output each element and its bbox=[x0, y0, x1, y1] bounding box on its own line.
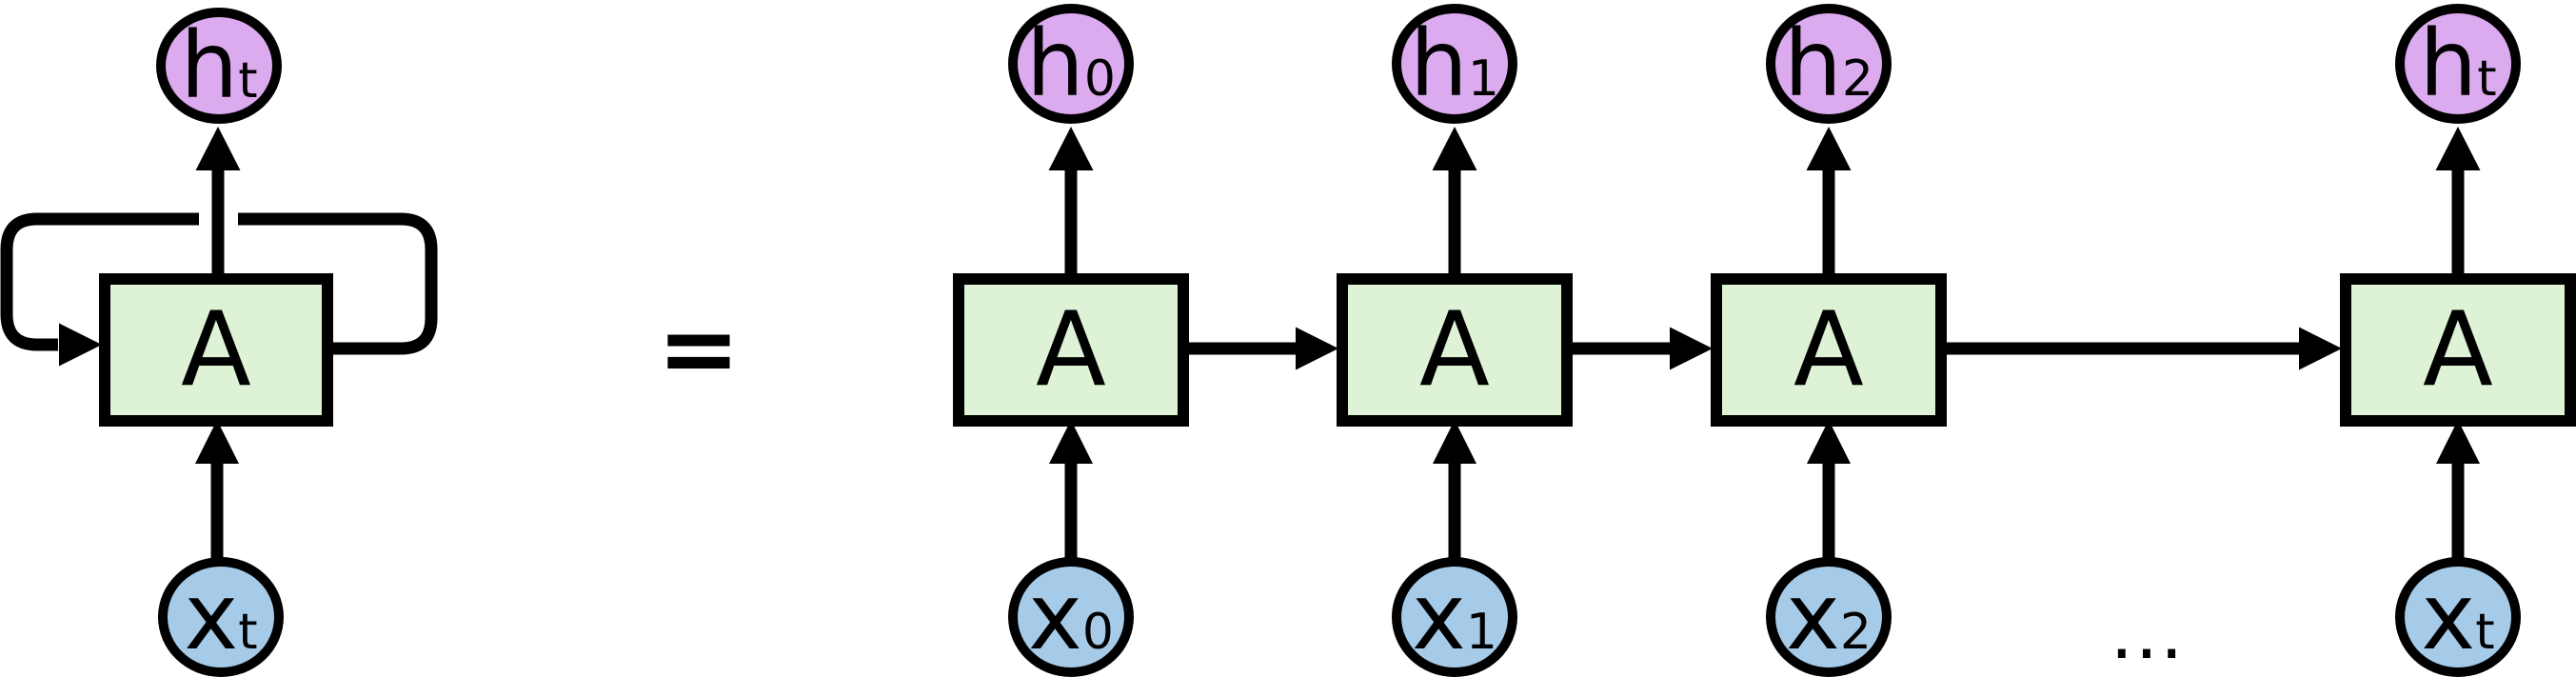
cell-label-1: A bbox=[1419, 289, 1490, 409]
input-node-1: x1 bbox=[1392, 557, 1517, 677]
cell1-input-arrowhead bbox=[1433, 420, 1476, 464]
input-label-0: x0 bbox=[1028, 564, 1114, 670]
input-node-3: xt bbox=[2395, 557, 2521, 677]
cell-box-3: A bbox=[2340, 273, 2576, 427]
cell0-input-arrowhead bbox=[1049, 420, 1093, 464]
rolled-cell-label: A bbox=[181, 289, 251, 409]
ellipsis: ... bbox=[2110, 590, 2186, 675]
hidden-state-node-2: h2 bbox=[1766, 4, 1892, 124]
recurrent-loop-arrowhead bbox=[59, 323, 102, 367]
hidden-state-node-0: h0 bbox=[1008, 4, 1134, 124]
input-node-2: x2 bbox=[1766, 557, 1892, 677]
hidden-state-label-2: h2 bbox=[1784, 10, 1873, 117]
hidden-state-label-3: ht bbox=[2419, 10, 2497, 117]
input-label-2: x2 bbox=[1786, 564, 1872, 670]
rolled-hidden-state-label: ht bbox=[180, 12, 258, 119]
input-label-1: x1 bbox=[1412, 564, 1497, 670]
cell-box-0: A bbox=[953, 273, 1189, 427]
equals-sign: = bbox=[657, 290, 741, 407]
state-arrow-0-1-head bbox=[1296, 327, 1338, 370]
cell3-input-arrowhead bbox=[2436, 420, 2480, 464]
cell1-output-arrowhead bbox=[1432, 127, 1477, 170]
state-arrow-2-3-head bbox=[2299, 327, 2342, 370]
cell0-output-arrowhead bbox=[1048, 127, 1094, 170]
hidden-state-label-1: h1 bbox=[1410, 10, 1499, 117]
input-label-3: xt bbox=[2421, 564, 2495, 670]
cell2-input-arrowhead bbox=[1807, 420, 1851, 464]
state-arrow-1-2-head bbox=[1670, 327, 1713, 370]
cell-label-3: A bbox=[2423, 289, 2493, 409]
cell-box-2: A bbox=[1711, 273, 1947, 427]
rolled-hidden-state-node: ht bbox=[156, 8, 282, 124]
hidden-state-label-0: h0 bbox=[1026, 10, 1116, 117]
input-node-0: x0 bbox=[1008, 557, 1134, 677]
cell-label-2: A bbox=[1793, 289, 1864, 409]
rolled-input-arrowhead bbox=[195, 420, 239, 464]
rolled-cell-box: A bbox=[99, 273, 333, 427]
hidden-state-node-3: ht bbox=[2395, 4, 2521, 124]
rolled-input-node: xt bbox=[158, 557, 284, 677]
cell-label-0: A bbox=[1036, 289, 1106, 409]
rolled-input-label: xt bbox=[184, 564, 258, 670]
hidden-state-node-1: h1 bbox=[1392, 4, 1517, 124]
cell3-output-arrowhead bbox=[2435, 127, 2481, 170]
rolled-output-arrowhead bbox=[195, 127, 241, 170]
cell2-output-arrowhead bbox=[1806, 127, 1852, 170]
cell-box-1: A bbox=[1337, 273, 1573, 427]
